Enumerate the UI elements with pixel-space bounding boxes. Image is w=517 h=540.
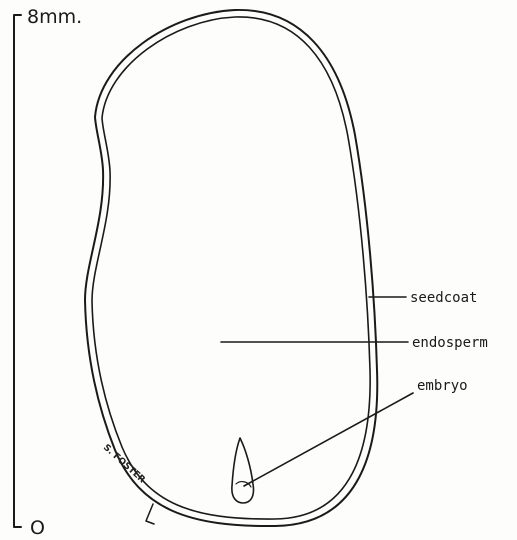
endosperm-label: endosperm	[412, 335, 488, 351]
signature-text: S. FOSTER	[101, 443, 147, 486]
embryo-label: embryo	[417, 378, 468, 394]
scale-bar-line	[14, 15, 21, 527]
scale-bar	[14, 15, 21, 527]
signature-flourish	[146, 504, 154, 524]
scale-top-label: 8mm.	[27, 6, 82, 28]
embryo-leader-line	[244, 393, 413, 486]
embryo-shape	[232, 438, 254, 503]
scale-bottom-label: O	[30, 517, 45, 539]
seedcoat-label: seedcoat	[410, 290, 477, 306]
seedcoat-inner-outline	[92, 17, 370, 519]
